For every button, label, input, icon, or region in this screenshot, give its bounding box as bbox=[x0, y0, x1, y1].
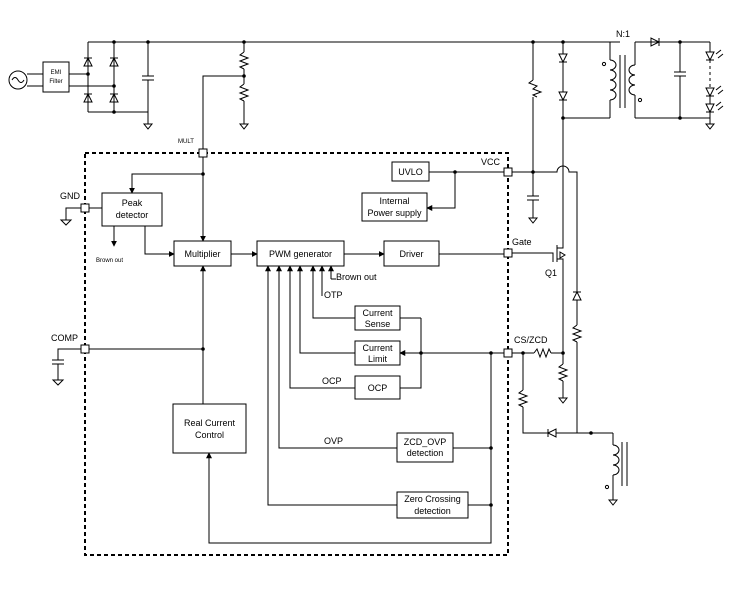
zero-crossing-detection-block: Zero Crossing detection bbox=[396, 491, 469, 519]
bridge-rectifier bbox=[69, 40, 119, 114]
svg-text:detection: detection bbox=[407, 448, 444, 458]
svg-text:Internal: Internal bbox=[379, 196, 409, 206]
svg-text:Current: Current bbox=[362, 308, 393, 318]
ocp-block: OCP bbox=[354, 375, 401, 400]
svg-text:EMI: EMI bbox=[51, 70, 62, 76]
emi-filter-block: EMI Filter bbox=[42, 61, 70, 93]
svg-text:Zero Crossing: Zero Crossing bbox=[404, 494, 461, 504]
driver-block: Driver bbox=[383, 240, 440, 267]
pin-gate: Gate bbox=[503, 237, 532, 258]
svg-text:OTP: OTP bbox=[324, 290, 343, 300]
aux-winding bbox=[604, 433, 628, 506]
uvlo-block: UVLO bbox=[391, 161, 430, 182]
svg-text:Sense: Sense bbox=[365, 319, 391, 329]
peak-detector-block: Peak detector bbox=[101, 192, 163, 227]
mult-divider bbox=[202, 40, 250, 149]
svg-text:detection: detection bbox=[414, 506, 451, 516]
clamp-diode bbox=[558, 40, 568, 118]
svg-text:OCP: OCP bbox=[322, 376, 342, 386]
svg-text:Limit: Limit bbox=[368, 354, 388, 364]
svg-text:Multiplier: Multiplier bbox=[184, 249, 220, 259]
svg-text:Gate: Gate bbox=[512, 237, 532, 247]
svg-text:Real Current: Real Current bbox=[184, 418, 236, 428]
svg-text:PWM generator: PWM generator bbox=[269, 249, 332, 259]
vcc-startup-resistor bbox=[527, 40, 543, 173]
mosfet-q1: Q1 bbox=[512, 118, 566, 288]
svg-text:VCC: VCC bbox=[481, 157, 501, 167]
svg-text:Control: Control bbox=[195, 430, 224, 440]
current-sense-block: Current Sense bbox=[354, 305, 401, 331]
transformer-primary: N:1 bbox=[601, 29, 643, 118]
svg-text:MULT: MULT bbox=[178, 139, 194, 145]
svg-text:detector: detector bbox=[116, 210, 149, 220]
svg-text:ZCD_OVP: ZCD_OVP bbox=[404, 437, 447, 447]
svg-text:Filter: Filter bbox=[49, 79, 62, 85]
output-section bbox=[635, 37, 724, 130]
pwm-generator-block: PWM generator bbox=[256, 240, 345, 267]
svg-text:Brown out: Brown out bbox=[336, 272, 377, 282]
real-current-control-block: Real Current Control bbox=[172, 403, 247, 454]
svg-text:Brown out: Brown out bbox=[96, 258, 123, 264]
svg-text:GND: GND bbox=[60, 191, 81, 201]
current-limit-block: Current Limit bbox=[354, 340, 401, 366]
svg-text:Peak: Peak bbox=[122, 198, 143, 208]
svg-text:Q1: Q1 bbox=[545, 268, 557, 278]
svg-text:N:1: N:1 bbox=[616, 29, 630, 39]
svg-text:Current: Current bbox=[362, 343, 393, 353]
svg-text:OCP: OCP bbox=[368, 383, 388, 393]
svg-text:UVLO: UVLO bbox=[398, 167, 423, 177]
zcd-ovp-detection-block: ZCD_OVP detection bbox=[396, 432, 454, 463]
svg-text:OVP: OVP bbox=[324, 436, 343, 446]
multiplier-block: Multiplier bbox=[173, 240, 232, 267]
ac-source-icon bbox=[8, 70, 28, 90]
svg-text:Driver: Driver bbox=[400, 249, 424, 259]
pin-comp: COMP bbox=[51, 333, 90, 386]
svg-text:Power supply: Power supply bbox=[367, 208, 422, 218]
internal-power-supply-block: Internal Power supply bbox=[361, 192, 428, 222]
svg-text:CS/ZCD: CS/ZCD bbox=[514, 335, 548, 345]
svg-text:COMP: COMP bbox=[51, 333, 78, 343]
input-capacitor bbox=[142, 40, 154, 130]
